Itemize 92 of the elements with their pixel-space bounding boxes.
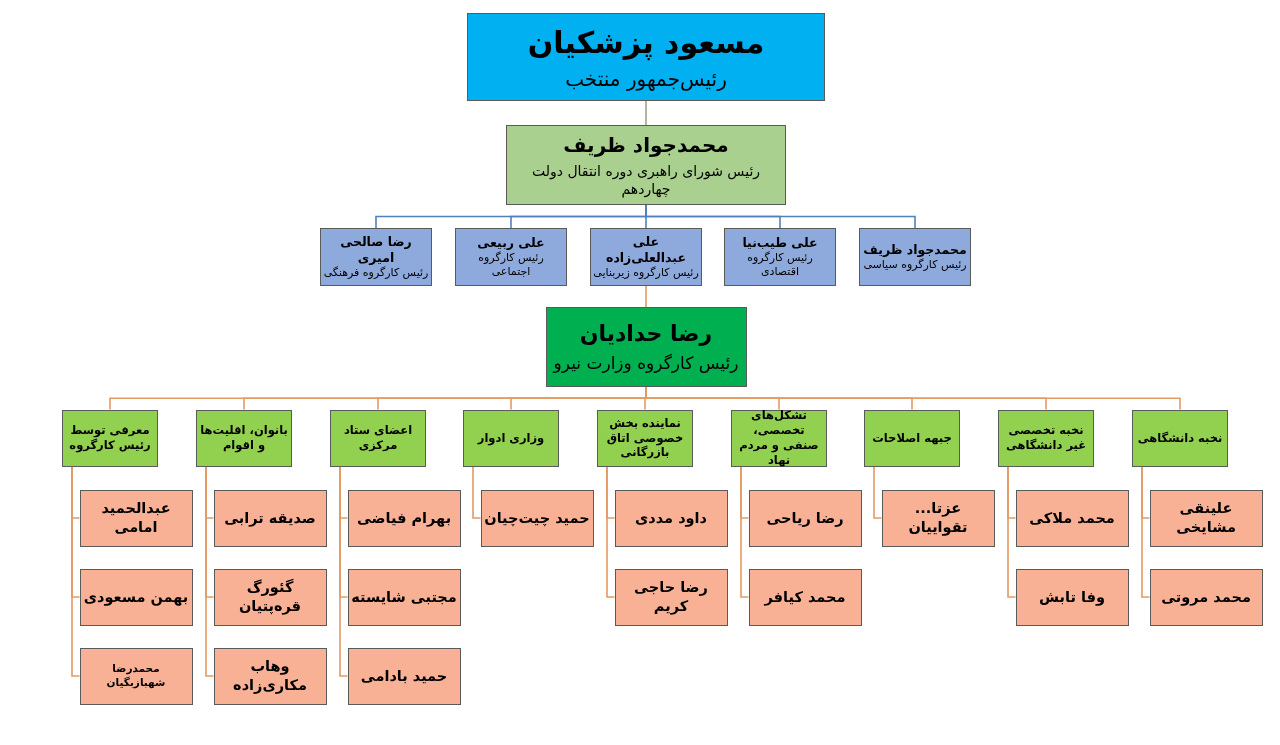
category-label: معرفی توسط رئیس کارگروه [68,423,152,453]
connector [71,465,81,677]
name-text: علی طیب‌نیا [742,234,818,251]
name-text: داود مددی [635,508,707,528]
connector [1007,465,1017,598]
name-text: وهاب مکاری‌زاده [232,657,308,695]
name-text: محمدجواد ظریف [863,241,967,258]
category-label: تشکل‌های تخصصی، صنفی و مردم نهاد [738,408,820,468]
category-label: جبهه اصلاحات [872,430,952,446]
role-text: رئیس کارگروه سیاسی [863,257,967,273]
name-text: وفا تابش [1039,587,1105,607]
category-box [463,409,559,467]
ministry-box [545,307,747,387]
name-text: مجتبی شایسته [351,587,457,607]
member-box [347,489,461,547]
name-text: رضا حدادیان [579,319,713,348]
member-box [1149,568,1263,626]
name-text: محمد ملاکی [1029,508,1115,528]
member-box [1149,489,1263,547]
name-text: علی ربیعی [477,234,545,250]
member-box [213,568,327,626]
name-text: صدیقه ترابی [224,508,316,528]
member-box [614,489,728,547]
member-box [213,647,327,705]
working-group-box [859,228,971,286]
category-box [998,409,1094,467]
name-text: محمد کیافر [764,587,846,607]
name-text: محمدرضا شهبازبگیان [105,662,167,690]
connector [205,465,215,677]
member-box [1015,489,1129,547]
member-box [347,568,461,626]
category-box [196,409,292,467]
member-box [881,489,995,547]
member-box [213,489,327,547]
category-label: نخبه دانشگاهی [1137,430,1223,446]
role-text: رئیس‌جمهور منتخب [565,65,727,92]
connector [472,465,482,519]
council-box [506,125,786,205]
name-text: رضا حاجی کریم [633,578,709,616]
category-box [330,409,426,467]
role-text: رئیس شورای راهبری دوره انتقال دولت چهاردهم [530,161,762,199]
member-box [347,647,461,705]
name-text: بهرام فیاضی [356,508,452,528]
name-text: محمد مروتی [1161,587,1251,607]
role-text: رئیس کارگروه فرهنگی [323,266,429,281]
name-text: عزتا... تقواییان [907,499,969,537]
role-text: رئیس کارگروه زیربنایی [593,266,699,281]
working-group-box [724,228,836,286]
connector [1141,465,1151,598]
name-text: علی عبدالعلی‌زاده [605,233,687,266]
member-box [79,568,193,626]
name-text: بهمن مسعودی [83,587,189,607]
category-label: وزاری ادوار [477,430,545,446]
role-text: رئیس کارگروه وزارت نیرو [553,352,739,375]
member-box [748,489,862,547]
role-text: رئیس کارگروه اقتصادی [746,250,814,280]
name-text: رضا صالحی امیری [339,233,413,266]
connector [339,465,349,677]
category-box [864,409,960,467]
member-box [614,568,728,626]
category-label: نخبه تخصصی غیر دانشگاهی [1004,423,1088,453]
name-text: مسعود پزشکیان [527,23,765,62]
connector [645,100,647,126]
connector [645,285,647,308]
name-text: رضا ریاحی [766,508,844,528]
member-box [1015,568,1129,626]
working-group-box [455,228,567,286]
category-box [62,409,158,467]
category-label: نماینده بخش خصوصی اتاق بازرگانی [605,415,685,461]
member-box [480,489,594,547]
name-text: حمید چیت‌چیان [484,508,590,528]
name-text: گئورگ قره‌پتیان [237,578,303,616]
connector [740,465,750,598]
name-text: علینقی مشایخی [1175,499,1237,537]
name-text: محمدجواد ظریف [563,131,729,158]
connector [873,465,883,519]
role-text: رئیس کارگروه اجتماعی [477,250,545,280]
category-box [731,409,827,467]
name-text: حمید بادامی [360,666,448,686]
category-box [1132,409,1228,467]
category-label: بانوان، اقلیت‌ها و اقوام [199,423,289,453]
connector [375,204,647,229]
president-box [467,13,825,101]
category-label: اعضای ستاد مرکزی [342,423,414,453]
connector [606,465,616,598]
member-box [79,489,193,547]
name-text: عبدالحمید امامی [100,499,172,537]
member-box [79,647,193,705]
working-group-box [590,228,702,286]
category-box [597,409,693,467]
working-group-box [320,228,432,286]
member-box [748,568,862,626]
